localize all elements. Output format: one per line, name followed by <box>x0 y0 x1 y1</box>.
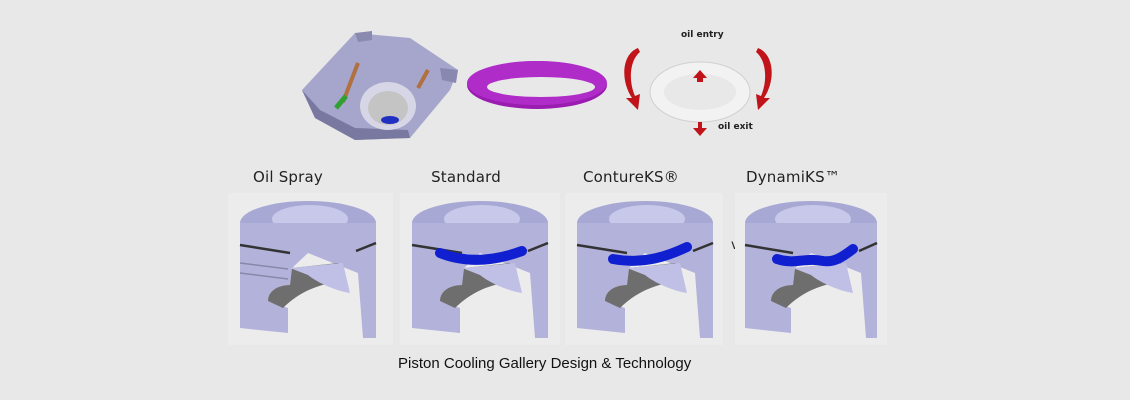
piston-illustration <box>239 201 377 338</box>
piston-dynamiks <box>735 193 887 345</box>
cooling-gallery <box>772 244 858 267</box>
piston-label-standard: Standard <box>431 168 501 186</box>
stray-mark: v <box>731 238 739 253</box>
piston-oil-spray <box>228 193 393 345</box>
piston-label-dynamiks: DynamiKS™ <box>745 168 841 186</box>
piston-illustration <box>576 201 714 338</box>
figure-caption: Piston Cooling Gallery Design & Technolo… <box>398 355 692 372</box>
piston-label-conturekS: ContureKS® <box>583 168 679 186</box>
oil-flow-ring-illustration <box>624 48 772 136</box>
cooling-gallery <box>608 242 692 266</box>
casting-core-illustration <box>302 31 458 140</box>
oil-entry-label: oil entry <box>681 30 724 40</box>
piston-label-oil-spray: Oil Spray <box>253 168 323 186</box>
oil-exit-label: oil exit <box>718 122 753 132</box>
cooling-gallery <box>435 246 527 265</box>
piston-conturekS <box>565 193 723 345</box>
salt-core-ring-illustration <box>467 61 607 109</box>
piston-illustration <box>411 201 549 338</box>
piston-standard <box>400 193 560 345</box>
piston-illustration <box>744 201 878 338</box>
